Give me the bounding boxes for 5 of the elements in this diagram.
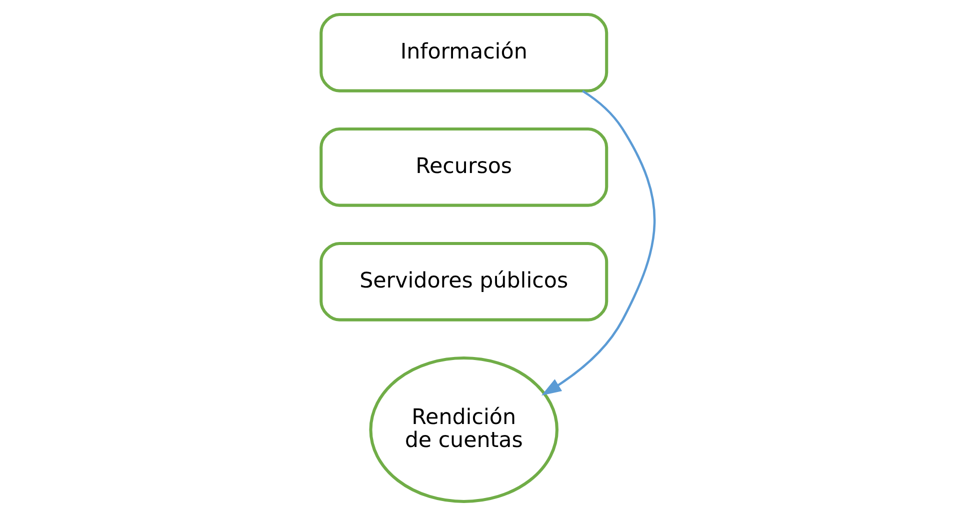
node-box: Información [320,12,608,92]
arrow [541,90,656,396]
node-ellipse: Rendición de cuentas [369,356,559,504]
node-box: Servidores públicos [320,242,608,322]
node-box: Recursos [320,127,608,207]
